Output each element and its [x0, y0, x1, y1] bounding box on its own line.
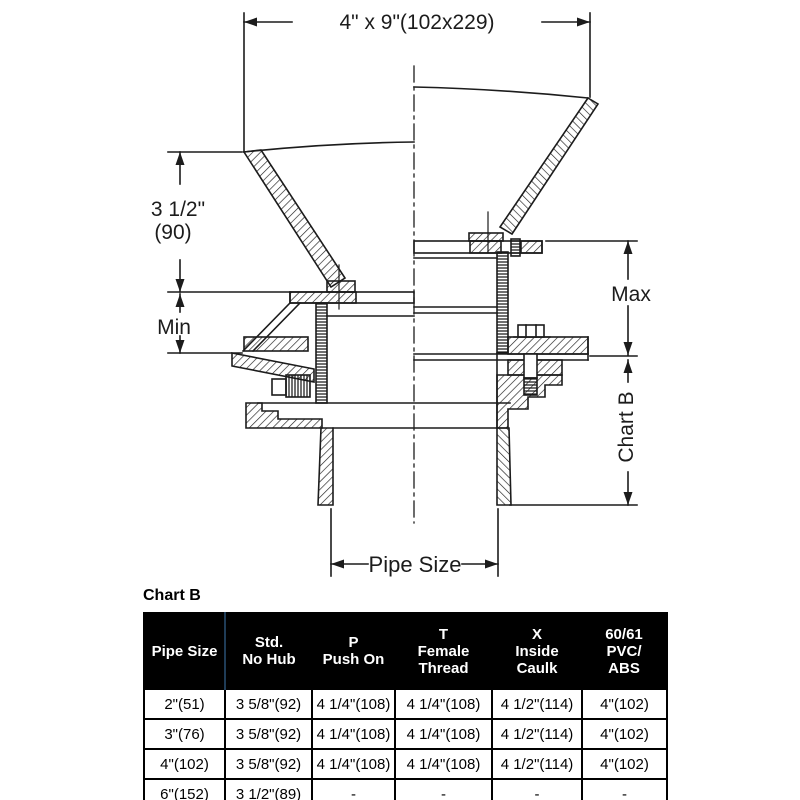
col-header-female-thread: T Female Thread — [395, 613, 492, 689]
table-header: Pipe Size Std. No Hub P Push On T Female… — [144, 613, 667, 689]
table-row: 4"(102) 3 5/8"(92) 4 1/4"(108) 4 1/4"(10… — [143, 748, 668, 780]
col-header-pipe-size: Pipe Size — [144, 613, 225, 689]
table-title: Chart B — [143, 587, 201, 604]
label-pipe-size: Pipe Size — [369, 552, 462, 577]
table-row: 2"(51) 3 5/8"(92) 4 1/4"(108) 4 1/4"(108… — [143, 688, 668, 720]
table-row: 3"(76) 3 5/8"(92) 4 1/4"(108) 4 1/4"(108… — [143, 718, 668, 750]
label-height-dimension: 3 1/2" — [151, 198, 205, 221]
dimension-pipe-size — [330, 508, 499, 577]
dimension-top-width — [243, 12, 591, 153]
funnel-max — [413, 86, 600, 254]
threaded-joint-left — [315, 302, 328, 404]
technical-drawing: 4" x 9"(102x229) 3 1/2" (90) Min Max Cha… — [151, 11, 651, 577]
col-header-pvc-abs: 60/61 PVC/ ABS — [582, 613, 667, 689]
deck-plate-max — [413, 238, 543, 259]
label-top-dimension: 4" x 9"(102x229) — [340, 11, 495, 34]
dimension-max — [545, 240, 638, 357]
table-row: 6"(152) 3 1/2"(89) - - - - — [143, 778, 668, 800]
dimension-chart-b — [623, 359, 633, 506]
label-height-mm: (90) — [154, 221, 191, 244]
label-min: Min — [157, 316, 191, 339]
col-header-std-no-hub: Std. No Hub — [224, 613, 312, 689]
dimension-funnel-height — [167, 151, 243, 293]
col-header-push-on: P Push On — [312, 613, 395, 689]
dimension-min — [167, 293, 243, 354]
clamp-assembly-left — [231, 301, 323, 429]
chart-b-table: Pipe Size Std. No Hub P Push On T Female… — [143, 612, 668, 800]
label-chart-b-dimension: Chart B — [615, 391, 638, 462]
col-header-inside-caulk: X Inside Caulk — [492, 613, 582, 689]
label-max: Max — [611, 283, 651, 306]
flange-assembly-right — [413, 251, 589, 429]
bottom-pipe — [317, 427, 638, 506]
funnel-min — [242, 141, 415, 310]
